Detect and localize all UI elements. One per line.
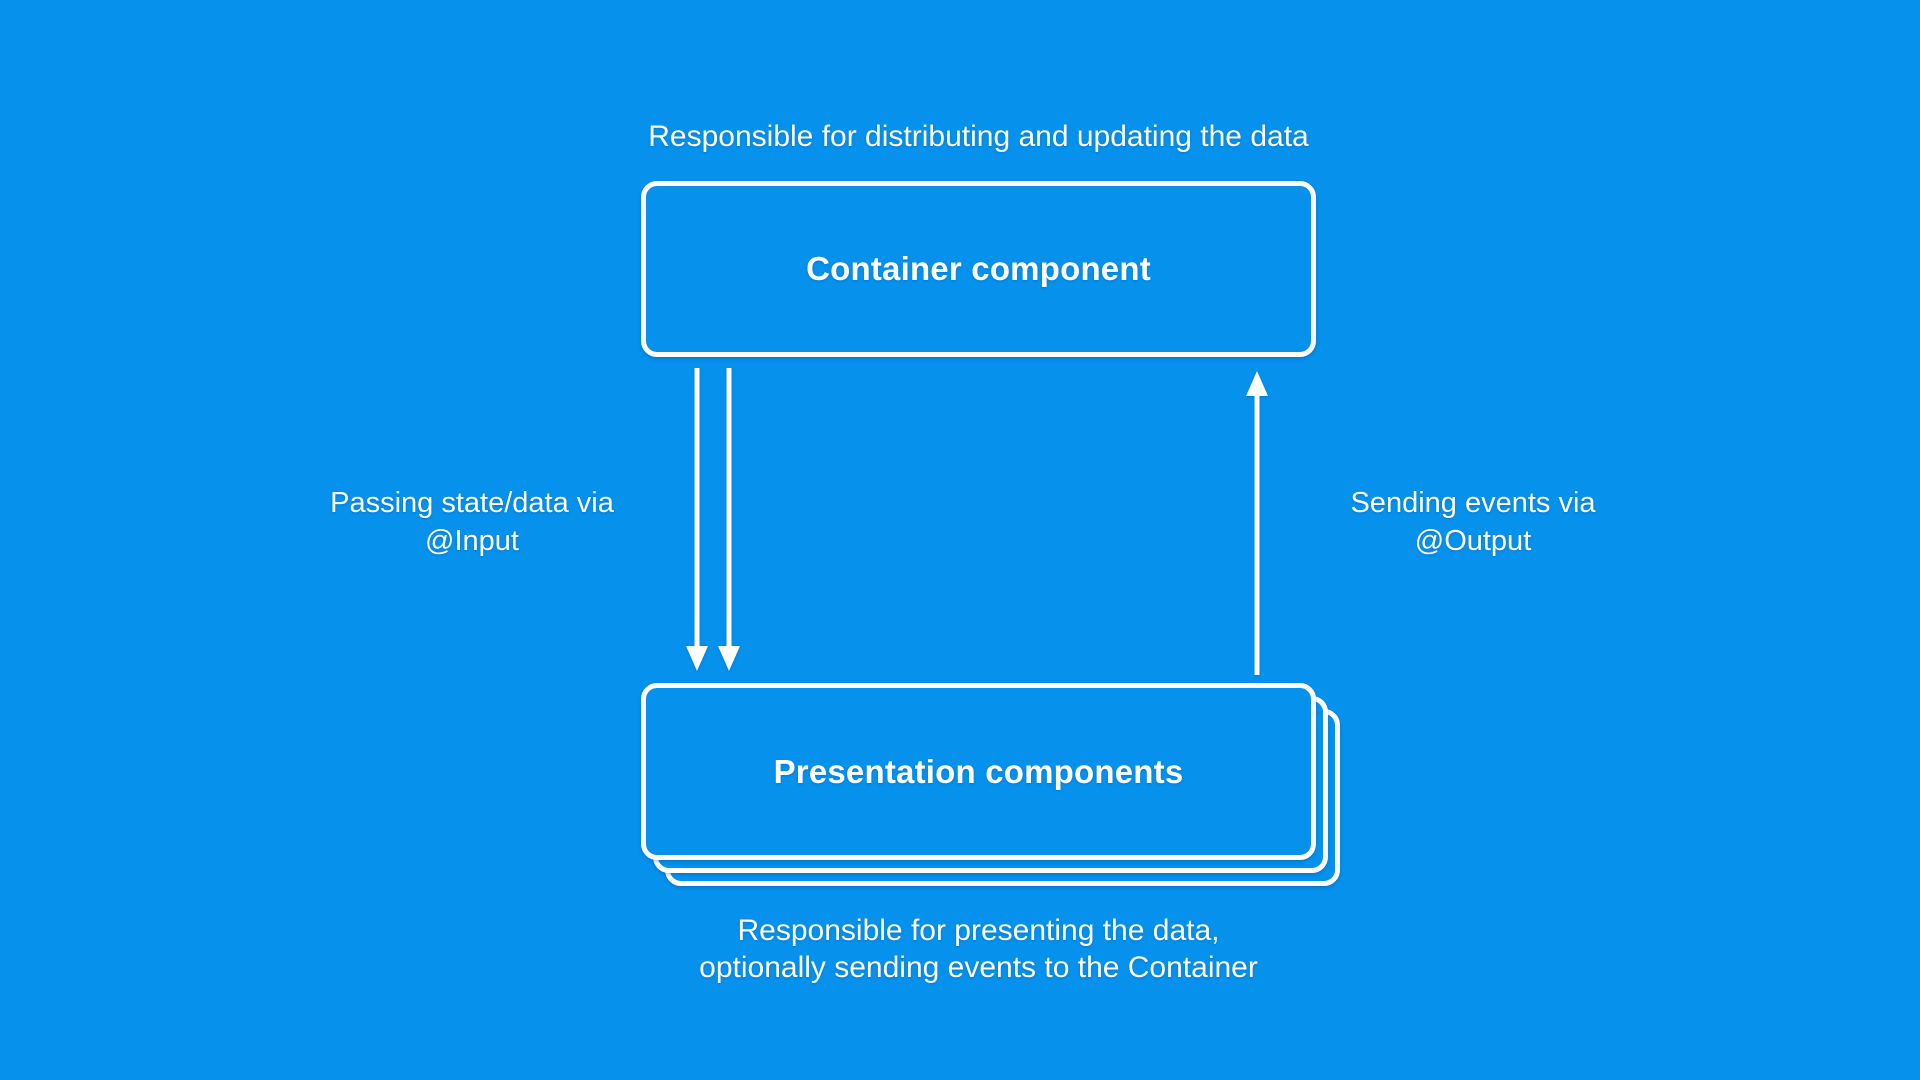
input-arrow-1-icon: [686, 368, 708, 671]
input-arrow-label-line2: @Input: [425, 525, 519, 557]
presentation-components-box: Presentation components: [641, 683, 1316, 860]
output-arrow-label: Sending events via @Output: [1278, 484, 1668, 560]
presentation-components-label: Presentation components: [773, 752, 1184, 790]
output-arrow-icon: [1246, 371, 1268, 675]
container-component-label: Container component: [806, 250, 1151, 287]
input-arrow-label: Passing state/data via @Input: [257, 484, 687, 560]
output-arrow-label-line2: @Output: [1414, 525, 1532, 557]
output-arrow-label-line1: Sending events via: [1350, 487, 1596, 519]
bottom-caption-line2: optionally sending events to the Contain…: [699, 951, 1258, 984]
bottom-caption: Responsible for presenting the data, opt…: [641, 912, 1316, 986]
bottom-caption-line1: Responsible for presenting the data,: [737, 914, 1220, 947]
top-caption: Responsible for distributing and updatin…: [648, 120, 1309, 153]
input-arrow-2-icon: [718, 368, 740, 671]
container-component-box: Container component: [641, 181, 1316, 357]
input-arrow-label-line1: Passing state/data via: [330, 487, 614, 519]
